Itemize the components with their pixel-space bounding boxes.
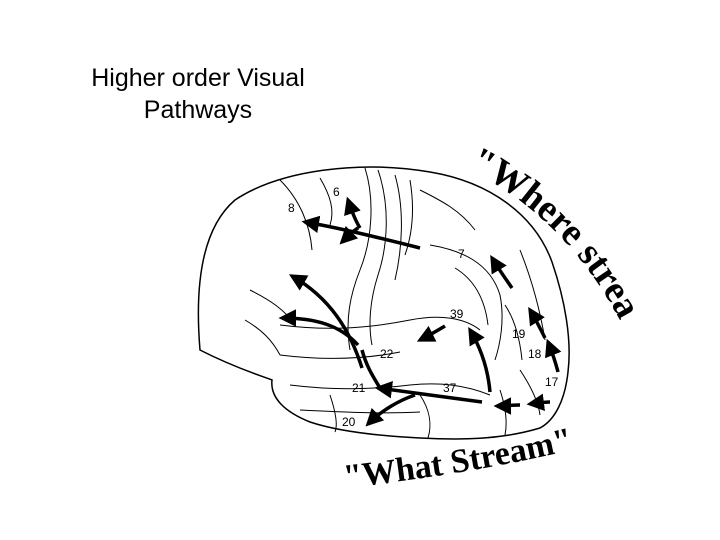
brain-outline bbox=[197, 166, 570, 440]
arrow-18-to-19 bbox=[528, 307, 547, 339]
arrow-37-to-39 bbox=[468, 326, 492, 393]
area-label-18: 18 bbox=[528, 347, 542, 361]
area-label-6: 6 bbox=[333, 185, 340, 199]
arrows bbox=[278, 196, 562, 427]
title-line-2: Pathways bbox=[143, 96, 253, 124]
arrow-to-area-7 bbox=[490, 254, 514, 290]
title-line-1: Higher order Visual bbox=[91, 64, 305, 92]
slide-title: Higher order Visual Pathways bbox=[38, 62, 358, 126]
arrow-to-area-8 bbox=[301, 215, 421, 250]
arrow-to-20 bbox=[365, 393, 416, 427]
arrow-v1-to-17 bbox=[526, 393, 551, 411]
area-label-17: 17 bbox=[545, 375, 559, 389]
area-label-8: 8 bbox=[288, 201, 295, 215]
area-label-22: 22 bbox=[380, 347, 394, 361]
area-label-21: 21 bbox=[352, 381, 366, 395]
arrow-to-frontal-down bbox=[339, 225, 359, 245]
arrow-to-area-6 bbox=[344, 196, 362, 229]
area-label-19: 19 bbox=[512, 327, 526, 341]
what-stream-label: "What Stream" bbox=[341, 421, 576, 496]
area-label-39: 39 bbox=[450, 307, 464, 321]
arrow-39-to-22 bbox=[416, 324, 446, 342]
arrow-stem-21 bbox=[360, 349, 382, 389]
area-label-7: 7 bbox=[458, 247, 465, 261]
area-label-37: 37 bbox=[443, 381, 457, 395]
arrow-17-to-18 bbox=[545, 338, 562, 373]
arrow-37-to-21 bbox=[374, 381, 483, 404]
where-stream-label: "Where stream" bbox=[0, 0, 649, 325]
area-label-20: 20 bbox=[342, 415, 356, 429]
arrow-v1-to-37 bbox=[493, 397, 521, 415]
arrow-21-to-prefrontal-upper bbox=[288, 274, 364, 369]
sulci bbox=[244, 167, 546, 439]
arrow-21-to-prefrontal-lower bbox=[278, 309, 360, 347]
